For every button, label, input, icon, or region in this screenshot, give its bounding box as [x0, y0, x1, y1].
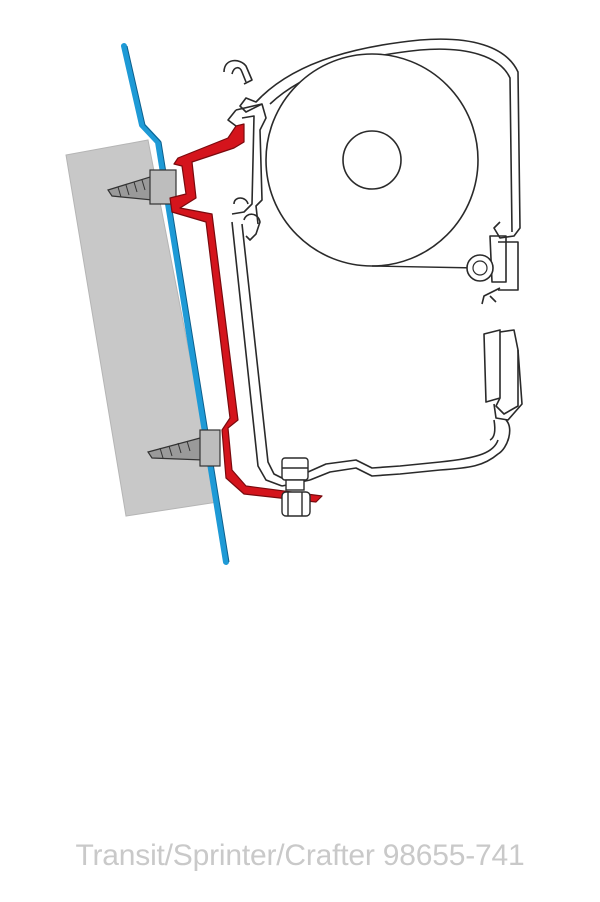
product-caption: Transit/Sprinter/Crafter 98655-741: [75, 839, 525, 872]
adapter-bracket: [169, 123, 323, 503]
roller-axle: [466, 254, 494, 282]
awning-adapter-diagram: [65, 38, 523, 565]
screw-upper: [107, 169, 177, 205]
screw-lower: [147, 429, 221, 467]
vehicle-skin-edge: [126, 45, 230, 563]
fabric-roll: [265, 53, 479, 269]
awning-housing: [223, 38, 523, 487]
vehicle-skin: [121, 43, 229, 565]
bolt: [281, 457, 311, 517]
